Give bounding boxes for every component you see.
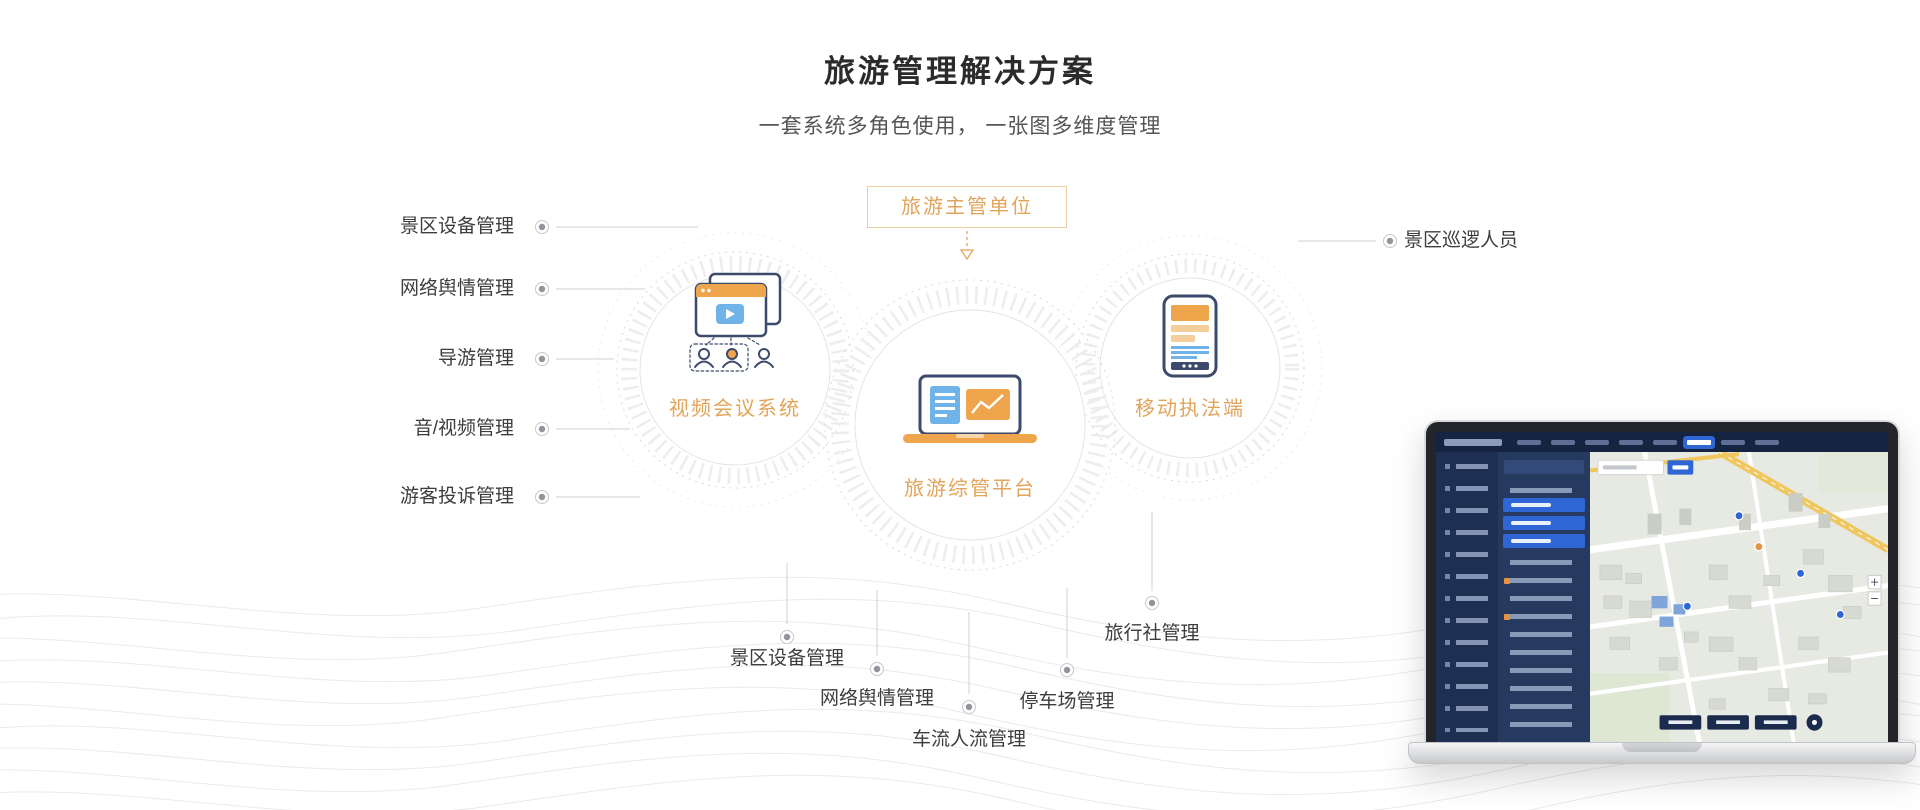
bottom-label-travel-agency: 旅行社管理 (1104, 623, 1200, 644)
left-label-public-opinion: 网络舆情管理 (399, 278, 514, 299)
bottom-label-parking: 停车场管理 (1019, 691, 1115, 712)
laptop-base (1408, 742, 1916, 764)
connector-lines (556, 226, 1376, 694)
page-title: 旅游管理解决方案 (824, 54, 1096, 89)
map-view (1590, 452, 1888, 742)
dashboard-app (1436, 432, 1888, 742)
map-zoom-controls (1867, 574, 1882, 606)
left-label-complaints: 游客投诉管理 (399, 486, 514, 507)
dashboard-list-panel (1498, 452, 1590, 742)
right-label-patrol-staff: 景区巡逻人员 (1404, 230, 1519, 251)
node-label-platform: 旅游综管平台 (904, 478, 1036, 500)
dashboard-logo (1444, 438, 1502, 446)
laptop-mockup (1408, 420, 1916, 764)
smartphone-icon (1162, 294, 1218, 378)
laptop-screen (1424, 420, 1900, 742)
map-pins (1682, 511, 1845, 620)
dashboard-selected-row (1503, 534, 1585, 548)
video-conference-icon (689, 272, 782, 372)
dashboard-selected-row (1503, 498, 1585, 512)
map-search-bar (1597, 459, 1694, 476)
dashboard-row-tag (1504, 614, 1510, 620)
bottom-label-scenic-equipment: 景区设备管理 (729, 648, 844, 669)
dashboard-menu (1517, 439, 1779, 445)
dashboard-topbar (1436, 432, 1888, 452)
laptop-base-notch (1622, 743, 1702, 752)
bottom-label-public-opinion: 网络舆情管理 (819, 688, 934, 709)
connector-dots (535, 220, 1397, 714)
node-label-video-system: 视频会议系统 (669, 398, 801, 420)
dashboard-row-tag (1504, 578, 1510, 584)
dashboard-menu-active-tab (1687, 439, 1711, 445)
left-label-audio-video: 音/视频管理 (413, 418, 514, 439)
left-label-tour-guide: 导游管理 (437, 348, 514, 369)
authority-box: 旅游主管单位 (867, 186, 1067, 228)
dashboard-nav-sidebar (1436, 452, 1498, 742)
bottom-label-traffic-flow: 车流人流管理 (911, 729, 1026, 750)
ring-video-system (597, 232, 873, 508)
laptop-dashboard-icon (903, 374, 1037, 443)
page-subtitle: 一套系统多角色使用， 一张图多维度管理 (758, 115, 1162, 138)
dashboard-panel-header (1504, 460, 1584, 474)
node-label-mobile-terminal: 移动执法端 (1135, 398, 1245, 420)
dashed-down-arrow-icon (959, 231, 975, 261)
dashboard-selected-row (1503, 516, 1585, 530)
map-bottom-buttons (1659, 714, 1823, 731)
left-label-scenic-equipment: 景区设备管理 (399, 216, 514, 237)
